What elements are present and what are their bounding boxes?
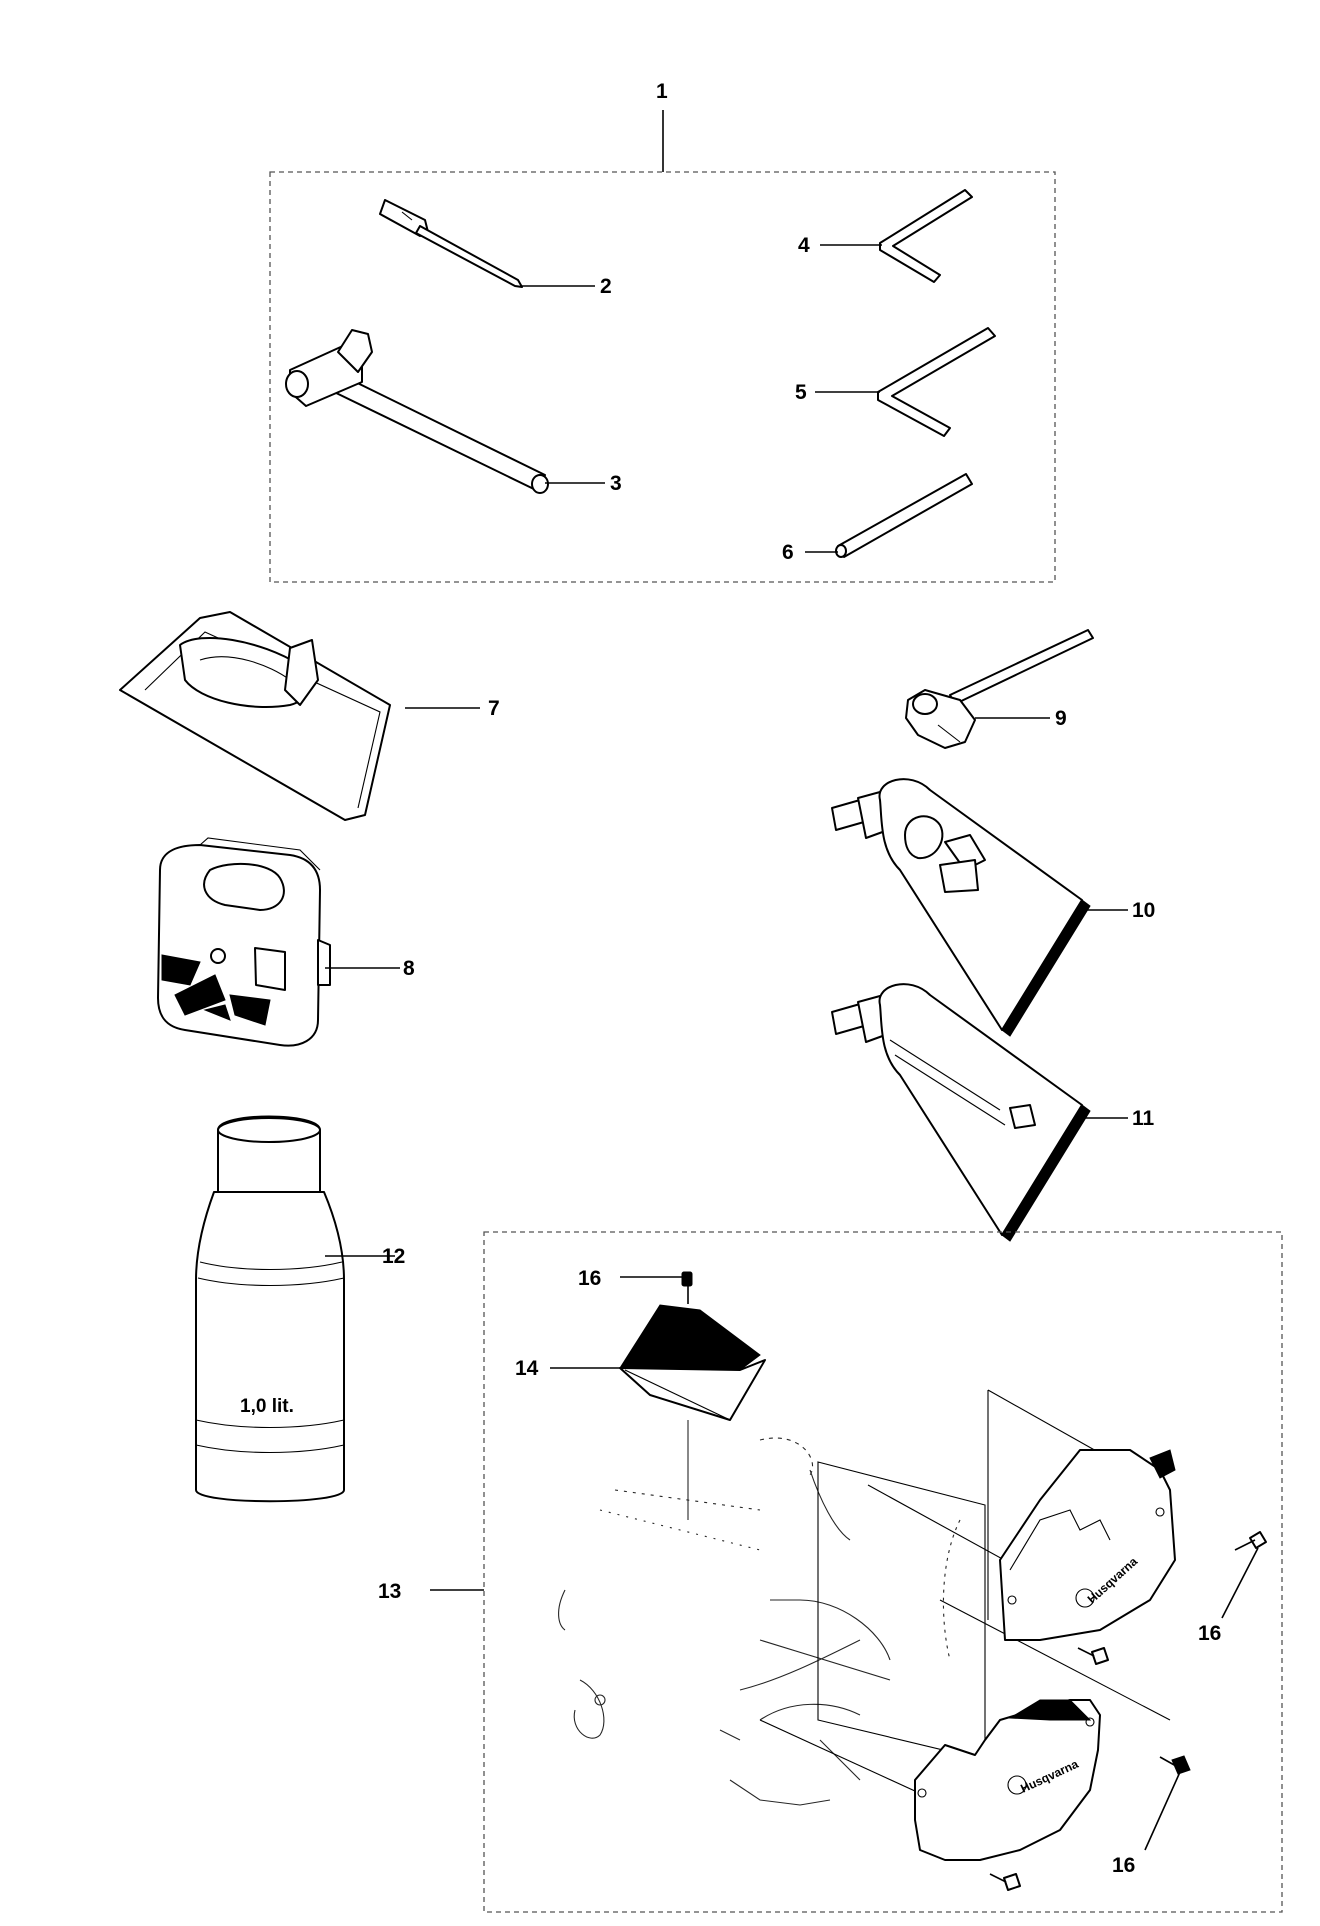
cap-part [619, 1304, 766, 1421]
callout-13: 13 [378, 1580, 401, 1603]
screw-bottom-part [989, 1873, 1021, 1891]
oil-bottle-part [195, 1115, 345, 1503]
engine-outline [558, 1420, 961, 1806]
screw-mid-part [1077, 1647, 1109, 1665]
callout-2: 2 [600, 275, 612, 298]
grease-tube-2-part [831, 983, 1091, 1242]
pin-part [835, 473, 973, 558]
hex-key-small-part [879, 189, 973, 283]
air-filter-part [157, 837, 331, 1047]
cover-upper-part [999, 1449, 1176, 1641]
cover-kit-group-box [430, 1231, 1283, 1913]
callout-12: 12 [382, 1245, 405, 1268]
screw-right-part [1234, 1531, 1267, 1551]
callout-16b: 16 [1198, 1622, 1221, 1645]
callout-16a: 16 [578, 1267, 601, 1290]
fabric-bag-part [119, 611, 391, 821]
spanner-part [905, 629, 1094, 749]
callout-1: 1 [656, 80, 668, 103]
callout-14: 14 [515, 1357, 539, 1380]
grease-tube-part [831, 778, 1091, 1037]
screw-lower-right-part [1159, 1755, 1191, 1775]
callout-9: 9 [1055, 707, 1067, 730]
tool-kit-group-box [269, 110, 1056, 583]
screw-top-part [681, 1271, 693, 1304]
callout-8: 8 [403, 957, 415, 980]
callout-3: 3 [610, 472, 622, 495]
callout-11: 11 [1132, 1107, 1155, 1130]
cover-lower-part [914, 1699, 1101, 1861]
callout-16c: 16 [1112, 1854, 1135, 1877]
callout-10: 10 [1132, 899, 1155, 922]
callout-5: 5 [795, 381, 807, 404]
callout-6: 6 [782, 541, 794, 564]
hex-key-large-part [877, 327, 996, 437]
combination-wrench-part [285, 329, 549, 494]
callout-4: 4 [798, 234, 810, 257]
screwdriver-part [379, 199, 523, 288]
callout-7: 7 [488, 697, 500, 720]
bottle-label: 1,0 lit. [240, 1396, 294, 1417]
